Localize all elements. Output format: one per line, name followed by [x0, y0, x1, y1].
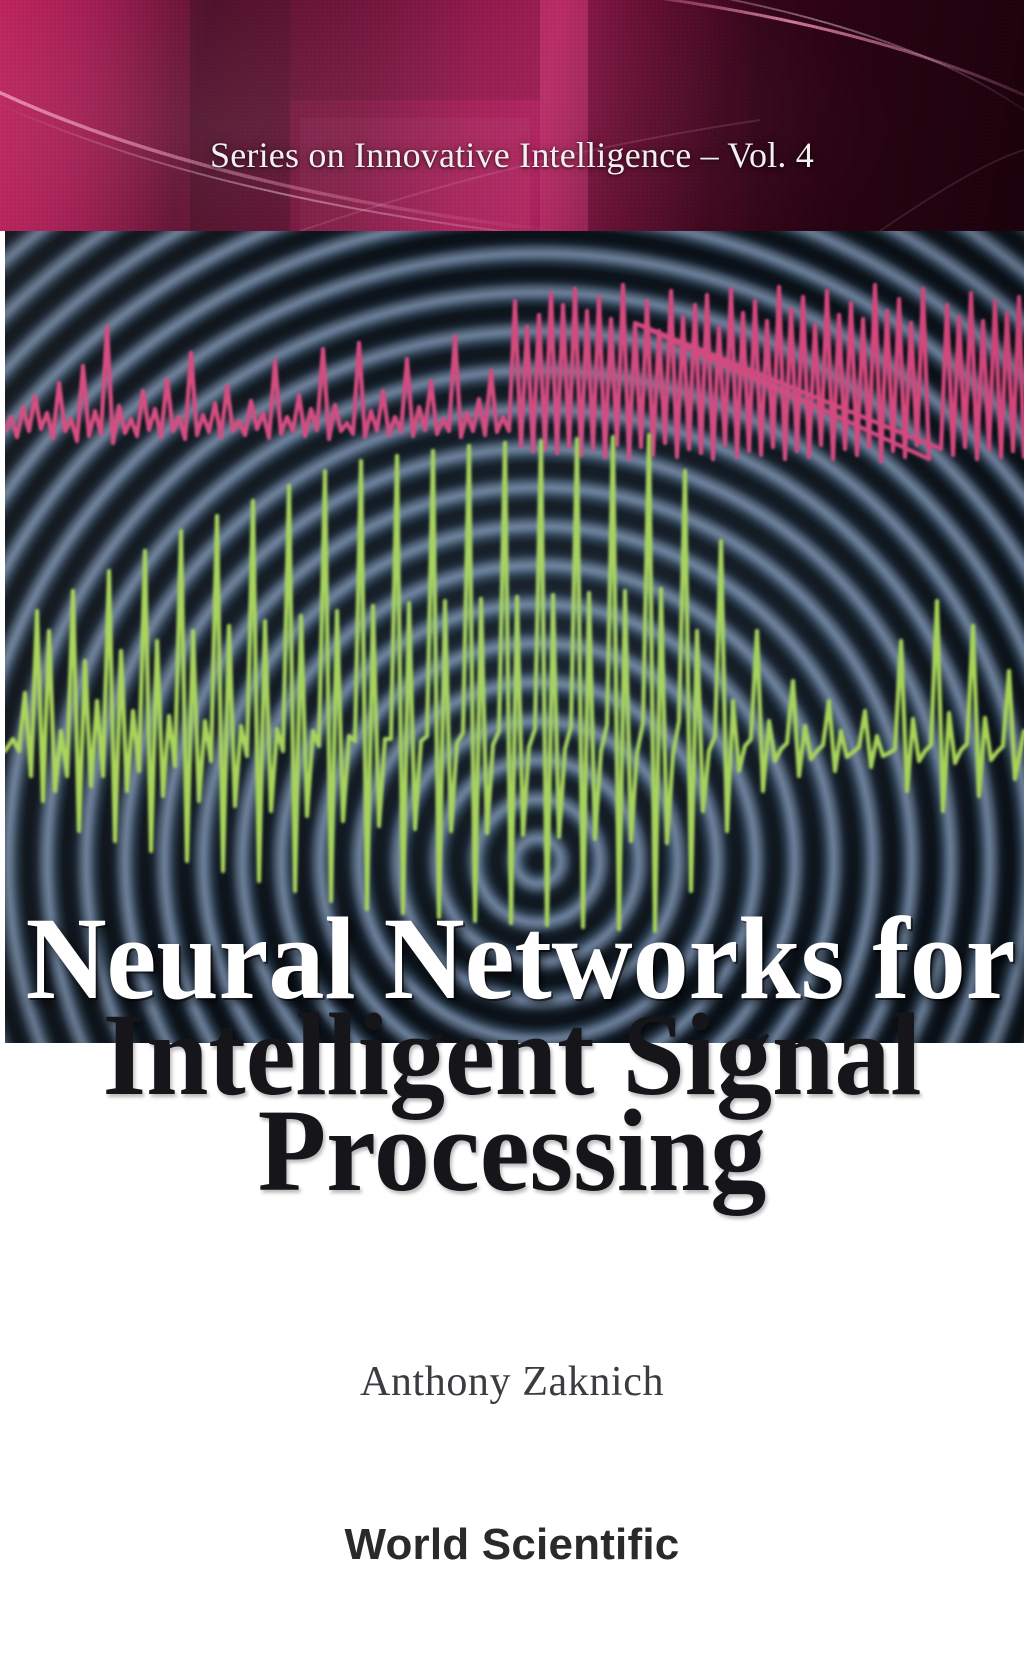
- banner-vignette: [0, 0, 1024, 231]
- banner-swoosh-curves: [0, 0, 1024, 231]
- banner-shade-block-1: [190, 0, 290, 231]
- series-line: Series on Innovative Intelligence – Vol.…: [210, 135, 814, 175]
- pink-waveform: [5, 282, 1024, 464]
- banner-shade-block-5: [748, 0, 1024, 231]
- banner-left-highlight: [0, 0, 170, 231]
- waveform-traces: [5, 282, 1024, 934]
- banner-shade-block-2: [290, 0, 540, 100]
- banner-texture: [0, 0, 1024, 231]
- banner-shade-block-3: [540, 0, 588, 231]
- banner-shade-block-4: [588, 0, 748, 231]
- title-line-3: Processing: [257, 1085, 767, 1216]
- cover-artwork: [5, 231, 1024, 1043]
- green-waveform: [5, 432, 1024, 934]
- publisher-name: World Scientific: [344, 1520, 680, 1569]
- author-name: Anthony Zaknich: [359, 1359, 665, 1405]
- series-banner: Series on Innovative Intelligence – Vol.…: [0, 0, 1024, 231]
